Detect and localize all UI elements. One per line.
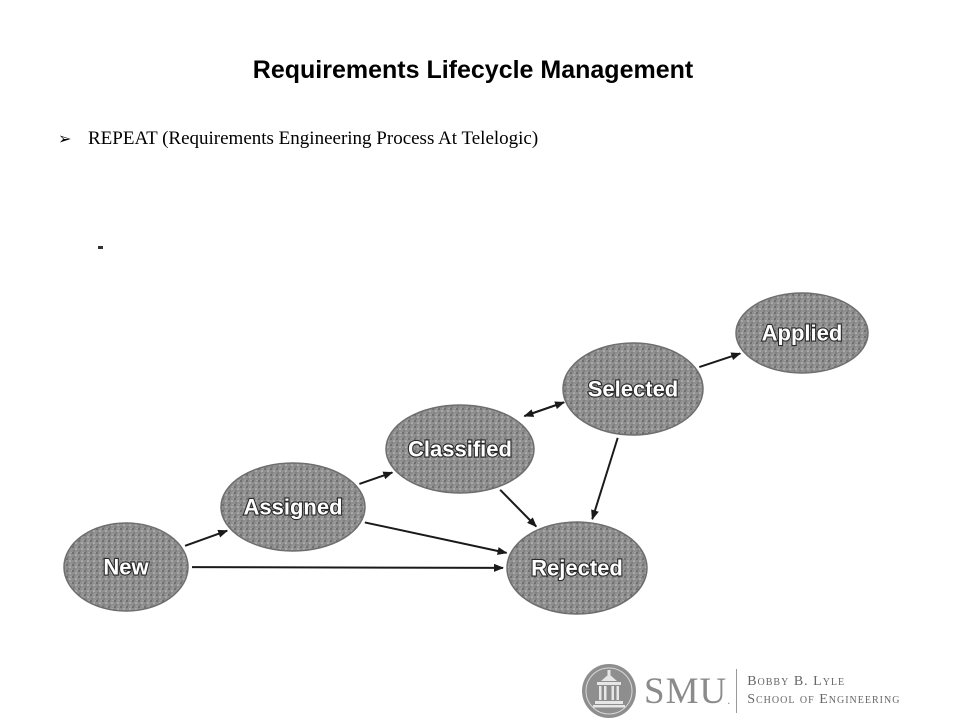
edge-new-to-assigned: [184, 529, 229, 547]
logo-divider: [736, 669, 738, 713]
state-node-shape: [735, 292, 869, 374]
arrow-bullet-icon: ➢: [58, 131, 72, 148]
state-node-applied: Applied: [735, 292, 869, 374]
state-node-classified: Classified: [385, 404, 535, 494]
logo-trademark: .: [727, 693, 731, 707]
edge-selected-to-rejected: [591, 437, 619, 521]
smu-seal-icon: [582, 664, 636, 718]
edge-new-to-rejected: [191, 563, 505, 572]
state-node-label: Applied: [762, 321, 843, 346]
state-node-shape: [385, 404, 535, 494]
edge-assigned-to-classified: [359, 471, 394, 485]
state-node-rejected: Rejected: [506, 521, 648, 615]
logo-school-line1: Bobby B. Lyle: [747, 674, 846, 689]
edge-classified-to-rejected: [499, 489, 537, 528]
logo-wordmark: SMU: [644, 670, 728, 712]
state-node-label: Selected: [588, 377, 679, 402]
state-node-label: Assigned: [243, 495, 342, 520]
state-node-label: New: [103, 555, 149, 580]
state-node-shape: [63, 522, 189, 612]
state-node-shape: [562, 342, 704, 436]
state-node-shape: [506, 521, 648, 615]
bullet-text: REPEAT (Requirements Engineering Process…: [88, 128, 539, 149]
stray-mark: [98, 246, 103, 249]
state-node-label: Classified: [408, 437, 512, 462]
state-node-shape: [220, 462, 366, 552]
smu-logo: SMU . Bobby B. Lyle School of Engineerin…: [580, 662, 955, 720]
edge-assigned-to-rejected: [364, 521, 508, 555]
state-node-selected: Selected: [562, 342, 704, 436]
edge-selected-to-classified: [523, 401, 565, 418]
state-node-assigned: Assigned: [220, 462, 366, 552]
edge-selected-to-applied: [698, 352, 742, 368]
slide-title: Requirements Lifecycle Management: [252, 56, 694, 84]
logo-school-line2: School of Engineering: [747, 692, 901, 707]
bullet-item: ➢ REPEAT (Requirements Engineering Proce…: [58, 128, 538, 150]
state-node-label: Rejected: [531, 556, 623, 581]
state-node-new: New: [63, 522, 189, 612]
